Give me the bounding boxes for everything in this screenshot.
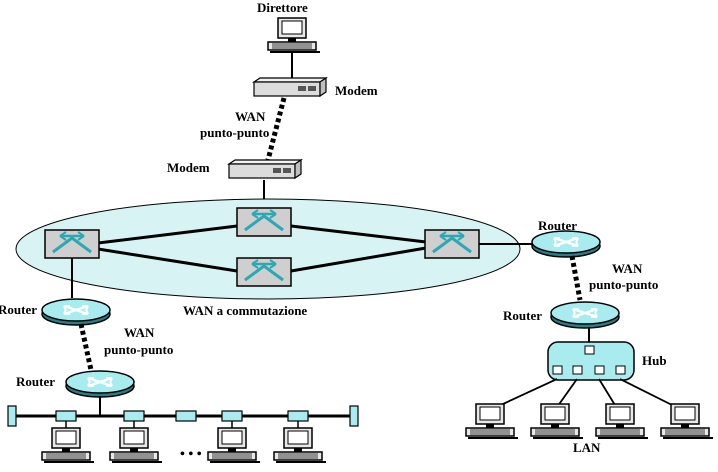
wan-top-label-2: punto-punto (200, 125, 269, 140)
wan-point-to-point-left (78, 323, 94, 371)
router-right-top-label: Router (538, 218, 577, 233)
switch-icon (423, 228, 481, 260)
workstation-icon (530, 403, 584, 439)
lan-workstation-2 (530, 403, 584, 439)
switched-wan-label: WAN a commutazione (183, 303, 307, 318)
lan-label: LAN (573, 440, 601, 455)
workstation-icon (273, 427, 327, 463)
bus-lan (7, 405, 359, 430)
modem-icon (228, 159, 302, 179)
workstation-icon (207, 427, 261, 463)
hub (547, 341, 635, 381)
switch-bottom (235, 256, 293, 288)
router-icon (64, 369, 136, 399)
bus-workstation-2 (109, 427, 163, 463)
modem-top (253, 77, 327, 97)
switch-icon (43, 228, 101, 260)
router-left-top (40, 297, 112, 327)
workstation-icon (41, 427, 95, 463)
switch-right (423, 228, 481, 260)
switch-link-left-top (97, 224, 238, 245)
router-left-top-label: Router (0, 302, 37, 317)
switch-link-top-right (290, 224, 427, 244)
router-icon (530, 229, 602, 259)
hub-label: Hub (642, 353, 667, 368)
workstation-icon (267, 17, 321, 53)
lan-workstation-3 (595, 403, 649, 439)
switch-link-left-bottom (97, 247, 238, 273)
bus-workstation-4 (273, 427, 327, 463)
workstation-icon (595, 403, 649, 439)
router-left-bottom-label: Router (16, 374, 55, 389)
modem-top-label: Modem (335, 83, 378, 98)
router-icon (549, 300, 621, 330)
wan-left-label-2: punto-punto (104, 342, 173, 357)
router-right-bottom-label: Router (503, 308, 542, 323)
workstation-icon (660, 403, 714, 439)
switch-link-bottom-right (290, 246, 427, 273)
wan-left-label-1: WAN (124, 325, 155, 340)
wan-right-label-1: WAN (612, 261, 643, 276)
wan-right-label-2: punto-punto (589, 277, 658, 292)
modem-middle (228, 159, 302, 179)
wan-point-to-point-top (265, 97, 287, 161)
switch-left (43, 228, 101, 260)
router-right-top (530, 229, 602, 259)
switch-top (235, 206, 293, 238)
router-left-bottom (64, 369, 136, 399)
director-label: Direttore (257, 0, 308, 15)
bus-workstation-1 (41, 427, 95, 463)
bus-workstation-3 (207, 427, 261, 463)
wan-top-label-1: WAN (235, 109, 266, 124)
router-right-bottom (549, 300, 621, 330)
lan-workstation-4 (660, 403, 714, 439)
workstation-icon (109, 427, 163, 463)
switch-icon (235, 256, 293, 288)
switched-wan-cloud (15, 198, 521, 300)
wan-point-to-point-right (569, 255, 583, 301)
director-workstation (267, 17, 321, 53)
lan-workstation-1 (465, 403, 519, 439)
hub-icon (547, 341, 635, 381)
modem-icon (253, 77, 327, 97)
workstation-icon (465, 403, 519, 439)
router-icon (40, 297, 112, 327)
modem-middle-label: Modem (167, 160, 210, 175)
ellipsis: • • • (180, 447, 202, 462)
switch-icon (235, 206, 293, 238)
